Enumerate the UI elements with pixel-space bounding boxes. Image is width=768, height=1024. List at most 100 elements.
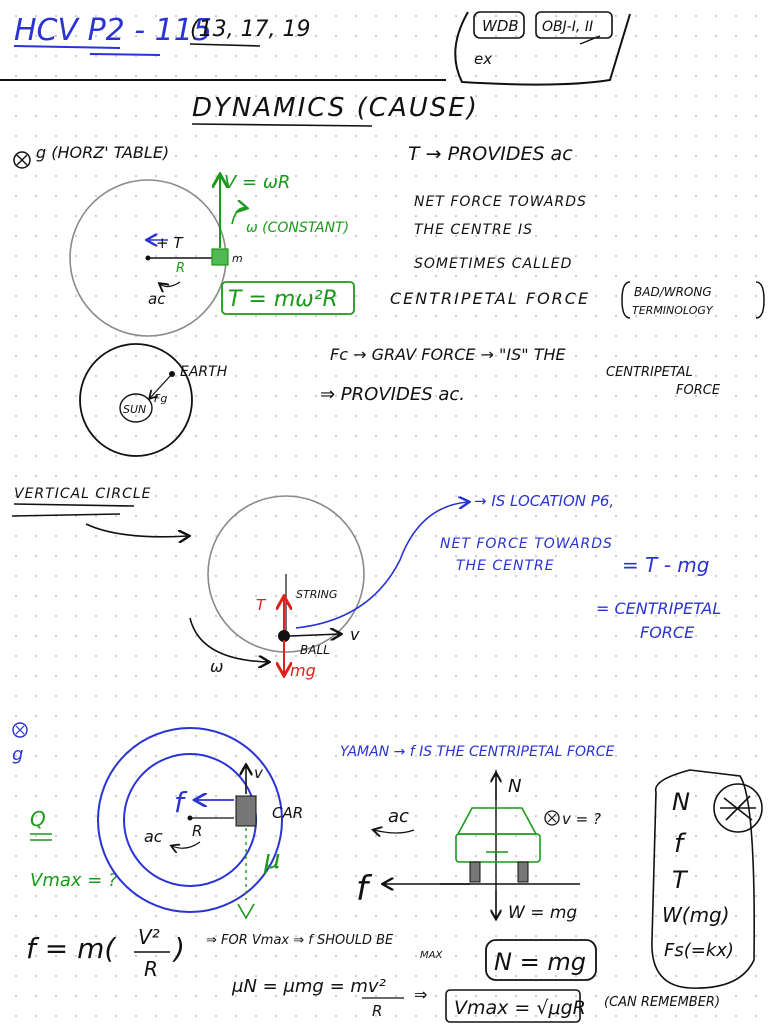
car-q: Q (30, 807, 46, 831)
force-list-f: f (674, 829, 687, 859)
car-ac-arrow (172, 841, 201, 848)
header-ref: HCV P2 - 115 (14, 13, 212, 48)
section-earth-sun: SUN EARTH Fg Fc → GRAV FORCE → "IS" THE … (79, 343, 721, 457)
tension-up-label: T (256, 596, 267, 614)
terminology: TERMINOLOGY (632, 304, 714, 317)
header-problems-underline (189, 43, 261, 47)
vertical-arrow (85, 523, 188, 537)
wdb-box (473, 11, 525, 39)
earth-orbit (79, 343, 193, 457)
max-label: MAX (420, 950, 443, 961)
car-wheel-left (469, 861, 481, 883)
eq2-den: R (372, 1002, 382, 1020)
vmax-eq: Vmax = √μgR (454, 997, 586, 1019)
car-n: N (508, 776, 521, 797)
car-v-q: v = ? (562, 810, 601, 828)
vertical-heading-underline (13, 503, 135, 507)
header-ref-underline (13, 45, 121, 49)
header-obj: OBJ-I, II (542, 19, 593, 35)
fg-label: Fg (154, 392, 167, 405)
crossed-out-circle (713, 783, 763, 833)
page-title-underline (191, 123, 373, 127)
radius-label: R (176, 261, 185, 276)
can-remember: (CAN REMEMBER) (604, 995, 720, 1010)
car-g: g (12, 744, 23, 765)
header: HCV P2 - 115 (13, 17, 19 WDB OBJ-I, II e… (0, 11, 631, 86)
bad-bracket-left (621, 281, 631, 319)
page-title: DYNAMICS (CAUSE) (192, 93, 479, 123)
tension-label: + T (156, 234, 184, 252)
force-list-w: W(mg) (662, 903, 730, 927)
note-line-3: SOMETIMES CALLED (414, 256, 572, 272)
green-block (211, 248, 229, 266)
grav-line-2: CENTRIPETAL (606, 365, 693, 380)
car-label: CAR (272, 804, 303, 822)
mg-label: mg (290, 661, 316, 680)
eq2: μN = μmg = mv² (231, 976, 386, 997)
car-f2: f (356, 869, 373, 909)
mass-label: m (232, 252, 243, 265)
formula-box (221, 281, 355, 315)
grav-line-4: ⇒ PROVIDES ac. (320, 384, 465, 405)
eq1-rhs: ) (172, 932, 185, 965)
ac-arrow (160, 281, 181, 287)
obj-box (535, 11, 613, 39)
centripetal-1: = CENTRIPETAL (596, 599, 721, 618)
note-line-2: THE CENTRE IS (414, 222, 533, 238)
note-line-4: CENTRIPETAL FORCE (390, 289, 590, 308)
header-obj-tick (579, 35, 601, 45)
road-outer (97, 727, 283, 913)
ac-label: ac (148, 290, 166, 308)
location-arrow (295, 502, 468, 629)
car-v-into-icon (544, 810, 560, 826)
vmax-box (445, 989, 581, 1023)
header-ex: ex (474, 50, 492, 68)
header-problems: (13, 17, 19 (190, 17, 311, 42)
sun-circle (119, 393, 153, 423)
net-force-1: NET FORCE TOWARDS (440, 536, 613, 552)
earth-label: EARTH (180, 364, 228, 380)
car-f: f (174, 786, 188, 819)
fg-arrow (150, 373, 173, 398)
car-wheel-right (517, 861, 529, 883)
ball-label: BALL (300, 643, 330, 657)
crossed-out-scribble (720, 795, 756, 821)
vertical-circle (207, 495, 365, 653)
yaman-line: YAMAN → f IS THE CENTRIPETAL FORCE (340, 744, 614, 760)
v-omega-r: V = ωR (224, 172, 290, 193)
eq2-arrow: ⇒ (414, 985, 427, 1004)
mu-arrow-head (237, 903, 255, 920)
omega-constant: ω (CONSTANT) (246, 220, 349, 236)
grav-line-1: Fc → GRAV FORCE → "IS" THE (330, 345, 567, 364)
car-into-page-cross (15, 725, 25, 735)
forces-list-outline (651, 769, 756, 989)
car-ac2: ac (388, 806, 409, 827)
bad-bracket-right (755, 281, 765, 319)
vertical-omega: ω (210, 657, 223, 676)
car-mu: μ (263, 845, 281, 875)
omega-arrow (231, 208, 246, 225)
car-block (235, 795, 257, 827)
force-list-t: T (672, 866, 689, 894)
into-page-cross (16, 154, 28, 166)
sun-label: SUN (123, 403, 146, 416)
header-bracket (454, 11, 631, 86)
net-force-2: THE CENTRE (456, 558, 555, 574)
ball-v: v (350, 625, 360, 644)
omega-rotation-arrow (189, 617, 268, 662)
header-wdb: WDB (482, 17, 519, 35)
n-eq: N = mg (494, 948, 586, 976)
location-label: → IS LOCATION P6, (474, 492, 614, 510)
n-eq-box (485, 939, 597, 981)
bad-wrong: BAD/WRONG (634, 285, 712, 299)
section-horizontal-circle: g (HORZ' TABLE) V = ωR ω (CONSTANT) + T … (13, 143, 765, 337)
car-ac: ac (144, 827, 163, 846)
car-vmax: Vmax = ? (30, 870, 118, 891)
eq1-r: R (144, 957, 158, 981)
section-car: g Q Vmax = ? v CAR f R ac μ YAMAN → f IS… (12, 722, 763, 1023)
into-page-icon (13, 151, 31, 169)
car-body (455, 833, 541, 863)
eq1-lhs: f = m( (26, 932, 116, 965)
g-table-label: g (HORZ' TABLE) (36, 143, 169, 162)
